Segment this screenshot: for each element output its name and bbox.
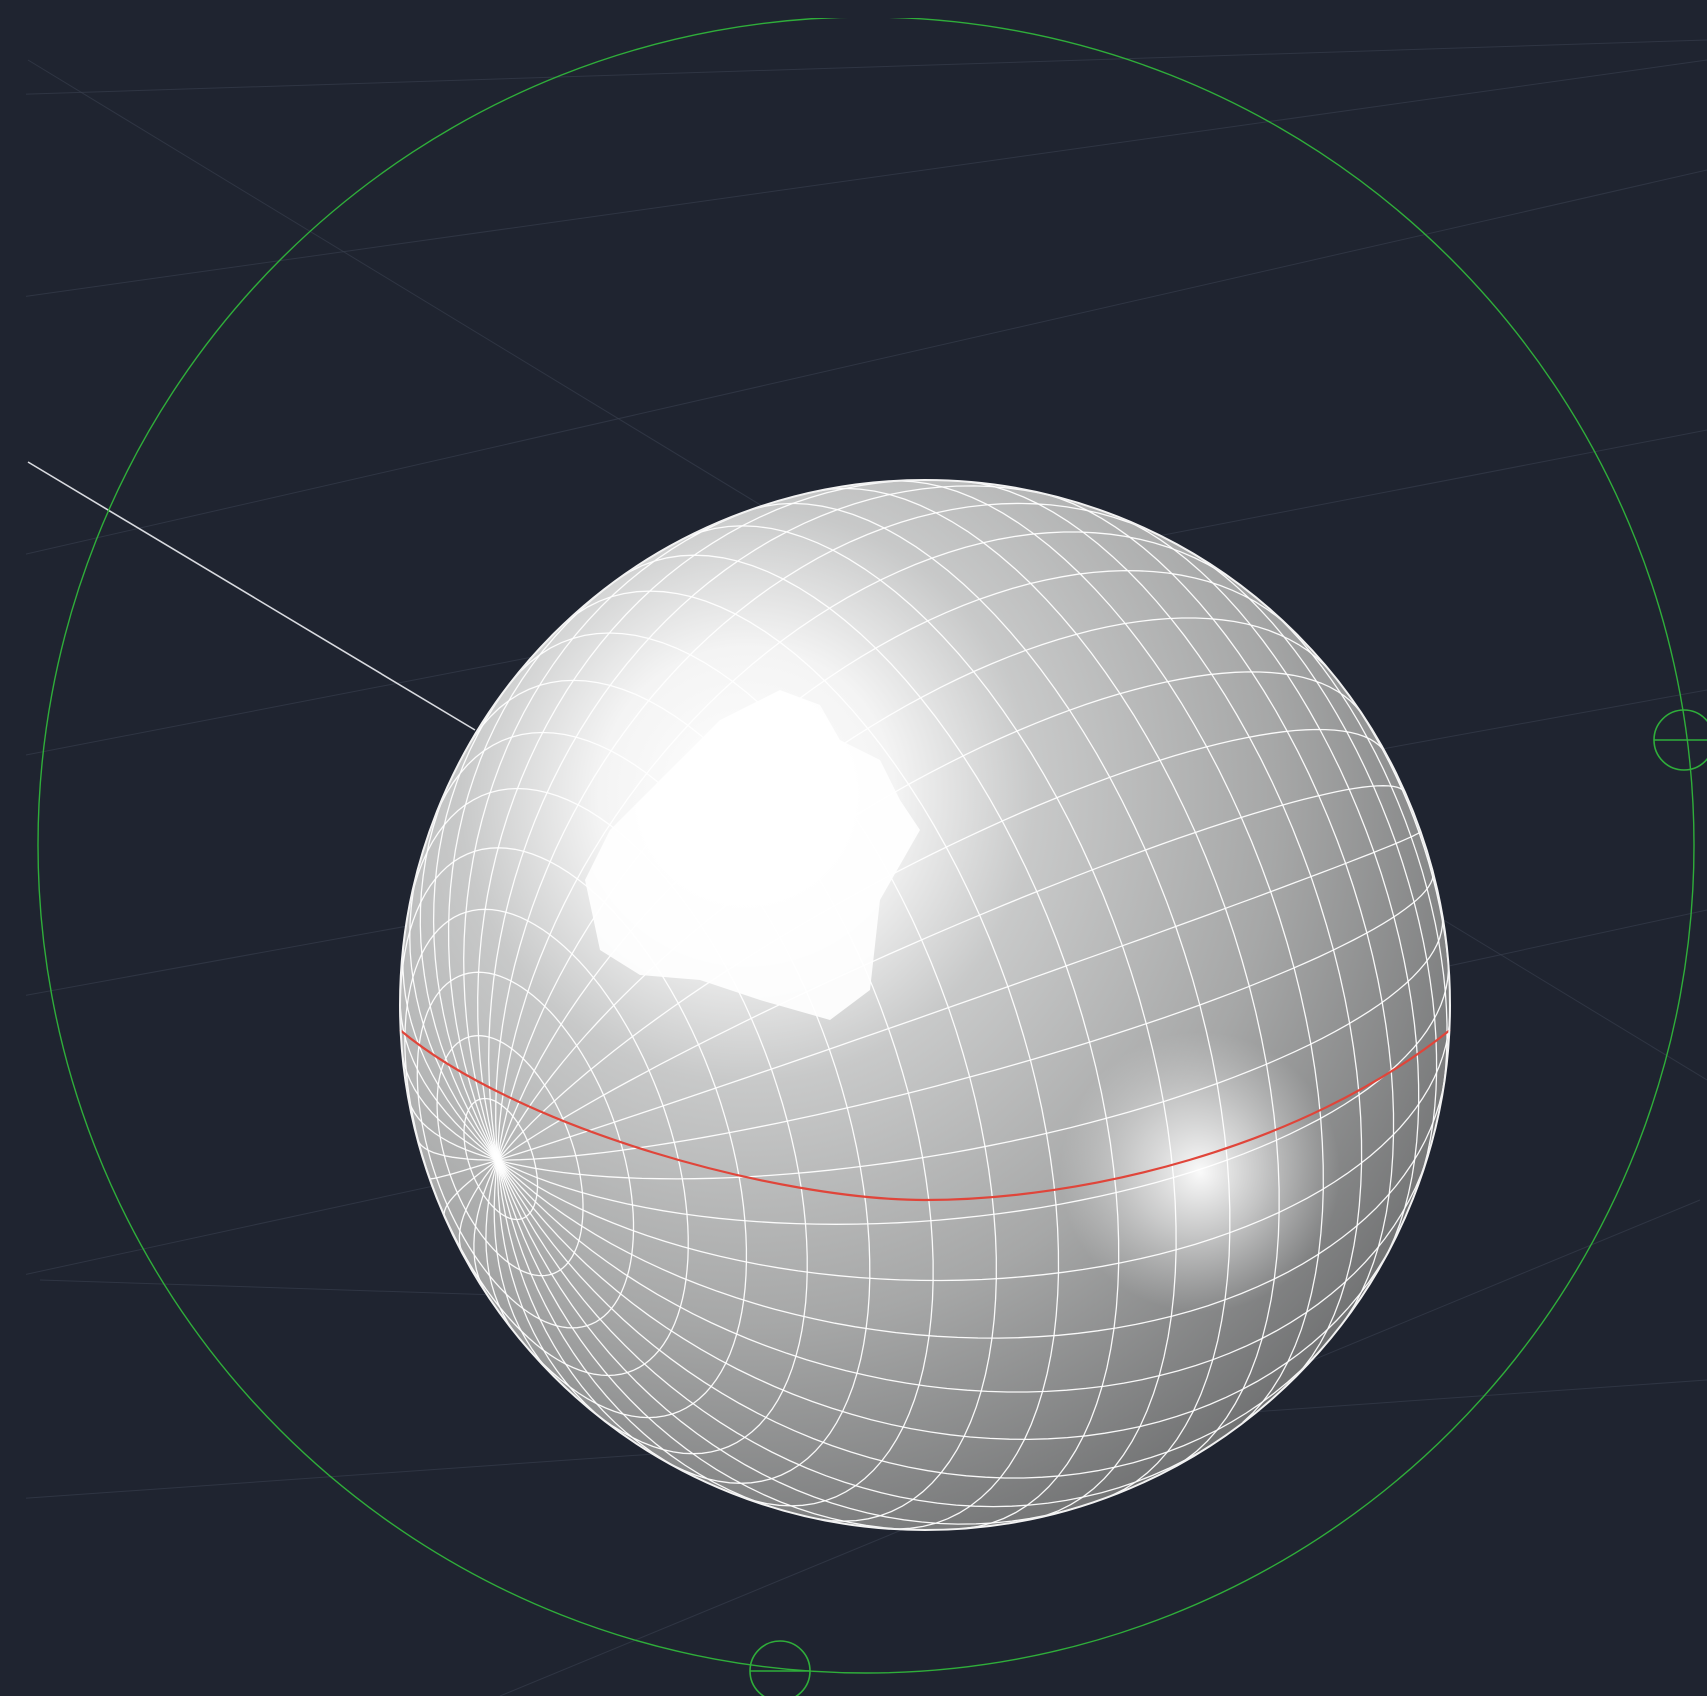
mesh-longitude-line: [473, 1159, 499, 1292]
mesh-latitude-line: [410, 787, 808, 1455]
mesh-latitude-line: [1189, 551, 1438, 1182]
mesh-longitude-line: [496, 617, 1331, 1161]
specular-highlight: [585, 690, 920, 1020]
mesh-latitude-line: [751, 502, 1231, 1497]
mesh-latitude-line: [511, 632, 997, 1522]
mesh-longitude-line: [447, 576, 621, 1161]
mesh-longitude-line: [497, 1013, 1450, 1282]
mesh-longitude-line: [496, 1160, 607, 1423]
mesh-longitude-line: [497, 728, 1387, 1161]
mesh-longitude-line: [443, 1159, 498, 1217]
mesh-latitude-line: [966, 481, 1363, 1379]
mesh-longitude-line: [497, 1159, 1325, 1479]
sphere-wireframe: [400, 480, 1450, 1530]
mesh-longitude-line: [497, 785, 1406, 1161]
mesh-longitude-line: [419, 782, 499, 1161]
grid-line: [0, 39, 1707, 96]
mesh-latitude-line: [467, 679, 934, 1507]
mesh-longitude-line: [496, 1159, 777, 1510]
mesh-longitude-line: [495, 502, 1158, 1161]
sphere-silhouette: [399, 479, 1451, 1531]
mesh-longitude-line: [497, 913, 1444, 1180]
mesh-longitude-line: [429, 1159, 498, 1180]
equator-edge: [399, 1029, 1451, 1202]
mesh-latitude-line: [688, 525, 1177, 1517]
mesh-longitude-line: [497, 1078, 1446, 1339]
mesh-longitude-line: [417, 1140, 498, 1161]
mesh-longitude-line: [497, 1159, 1216, 1508]
mesh-longitude-line: [496, 531, 1233, 1161]
mesh-longitude-line: [458, 1159, 499, 1252]
mesh-longitude-line: [463, 508, 752, 1161]
mesh-longitude-line: [488, 485, 1058, 1161]
mesh-longitude-line: [408, 1101, 498, 1161]
mesh-longitude-line: [477, 480, 914, 1161]
mesh-longitude-line: [496, 1159, 1082, 1525]
ucs-axis-line: [27, 461, 476, 731]
grid-line: [0, 59, 1707, 301]
mesh-longitude-line: [497, 872, 1434, 1161]
mesh-longitude-line: [497, 671, 1362, 1161]
mesh-longitude-line: [402, 944, 499, 1161]
grid-line: [0, 169, 1707, 561]
sphere-solid[interactable]: [399, 479, 1451, 1531]
mesh-latitude-line: [400, 847, 748, 1419]
mesh-longitude-line: [485, 1159, 515, 1332]
mesh-longitude-line: [496, 1159, 919, 1530]
mesh-longitude-line: [497, 831, 1421, 1161]
mesh-longitude-line: [493, 1160, 557, 1379]
mesh-longitude-line: [409, 863, 499, 1161]
mesh-latitude-line: [1045, 493, 1395, 1318]
mesh-longitude-line: [496, 569, 1286, 1161]
mesh-longitude-line: [432, 676, 516, 1161]
mesh-longitude-line: [497, 962, 1450, 1225]
mesh-longitude-line: [497, 1159, 1428, 1393]
mesh-latitude-line: [817, 487, 1280, 1468]
pole-highlight: [1060, 1032, 1340, 1312]
mesh-longitude-line: [497, 1159, 1394, 1441]
mesh-longitude-line: [402, 1056, 498, 1161]
mesh-longitude-line: [496, 1160, 679, 1470]
